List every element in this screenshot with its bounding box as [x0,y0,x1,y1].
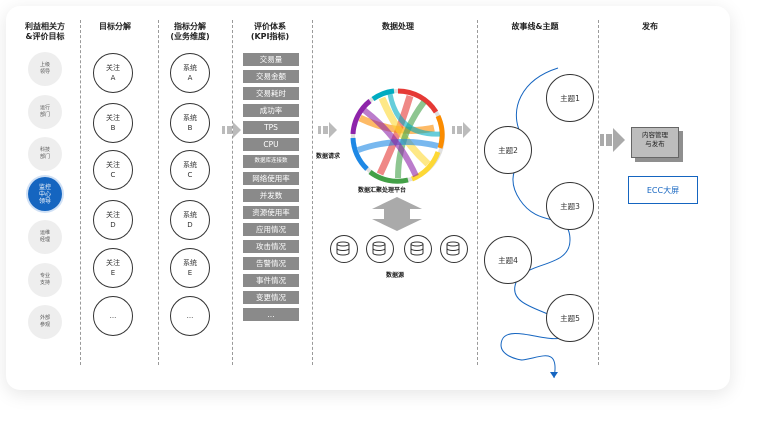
column-divider [158,20,159,365]
stakeholder-node-active: 监控 中心 领导 [28,177,62,211]
metric-item: 成功率 [243,104,299,117]
column-divider [598,20,599,365]
topic-node: 主题4 [484,236,532,284]
objective-node: 关注 D [93,200,133,240]
column-divider [312,20,313,365]
ecc-screen-box: ECC大屏 [628,176,698,204]
objective-node: 关注 C [93,150,133,190]
indicator-node: 系统 B [170,103,210,143]
database-icon [404,235,432,263]
data-source-label: 数据源 [386,272,405,279]
processing-header: 数据处理 [382,22,414,31]
metric-item: 数据库连接数 [243,155,299,168]
objectives-header: 目标分解 [99,22,131,31]
column-divider [477,20,478,365]
objective-node: 关注 A [93,53,133,93]
indicator-node: 系统 D [170,200,210,240]
topic-node: 主题3 [546,182,594,230]
database-icon [366,235,394,263]
stakeholder-node: 运维 经理 [28,220,62,254]
bidirectional-arrow-icon [372,197,422,231]
platform-label: 数据汇聚处理平台 [358,187,407,194]
metric-item: 攻击情况 [243,240,299,253]
metric-item: 事件情况 [243,274,299,287]
metric-item: 交易量 [243,53,299,66]
topic-node: 主题5 [546,294,594,342]
topic-node: 主题2 [484,126,532,174]
flow-arrow-icon [318,122,337,138]
metric-item: 资源使用率 [243,206,299,219]
metric-item: 应用情况 [243,223,299,236]
indicators-header: 指标分解 (业务维度) [170,22,210,41]
stakeholders-header: 利益相关方 &评价目标 [25,22,65,41]
stakeholder-node: 上级 领导 [28,52,62,86]
indicator-node: 系统 E [170,248,210,288]
stakeholder-node: 外部 参观 [28,305,62,339]
topic-node: 主题1 [546,74,594,122]
objective-node: ... [93,296,133,336]
storyline-header: 故事线&主题 [511,22,559,31]
indicator-node: ... [170,296,210,336]
indicator-node: 系统 C [170,150,210,190]
metric-item: 交易耗时 [243,87,299,100]
metric-item: CPU [243,138,299,151]
indicator-node: 系统 A [170,53,210,93]
metric-item: ... [243,308,299,321]
stakeholder-node: 运行 部门 [28,95,62,129]
flow-arrow-icon [452,122,471,138]
database-icon [440,235,468,263]
content-management-box: 内容管理 与发布 [631,127,679,158]
metric-item: 交易金额 [243,70,299,83]
objective-node: 关注 E [93,248,133,288]
metric-item: 告警情况 [243,257,299,270]
data-request-label: 数据请求 [316,153,341,160]
database-stack-icon [336,241,460,256]
metric-item: 并发数 [243,189,299,202]
column-divider [80,20,81,365]
stakeholder-node: 科技 部门 [28,137,62,171]
stakeholder-node: 专业 支持 [28,263,62,297]
evaluation-header: 评价体系 (KPI指标) [250,22,290,41]
metric-item: 网络使用率 [243,172,299,185]
flow-arrow-icon [222,122,241,138]
objective-node: 关注 B [93,103,133,143]
flow-arrow-icon [600,128,625,152]
column-divider [232,20,233,365]
chord-chart-icon [350,88,445,184]
metric-item: 变更情况 [243,291,299,304]
database-icon [330,235,358,263]
metric-item: TPS [243,121,299,134]
publish-header: 发布 [642,22,658,31]
